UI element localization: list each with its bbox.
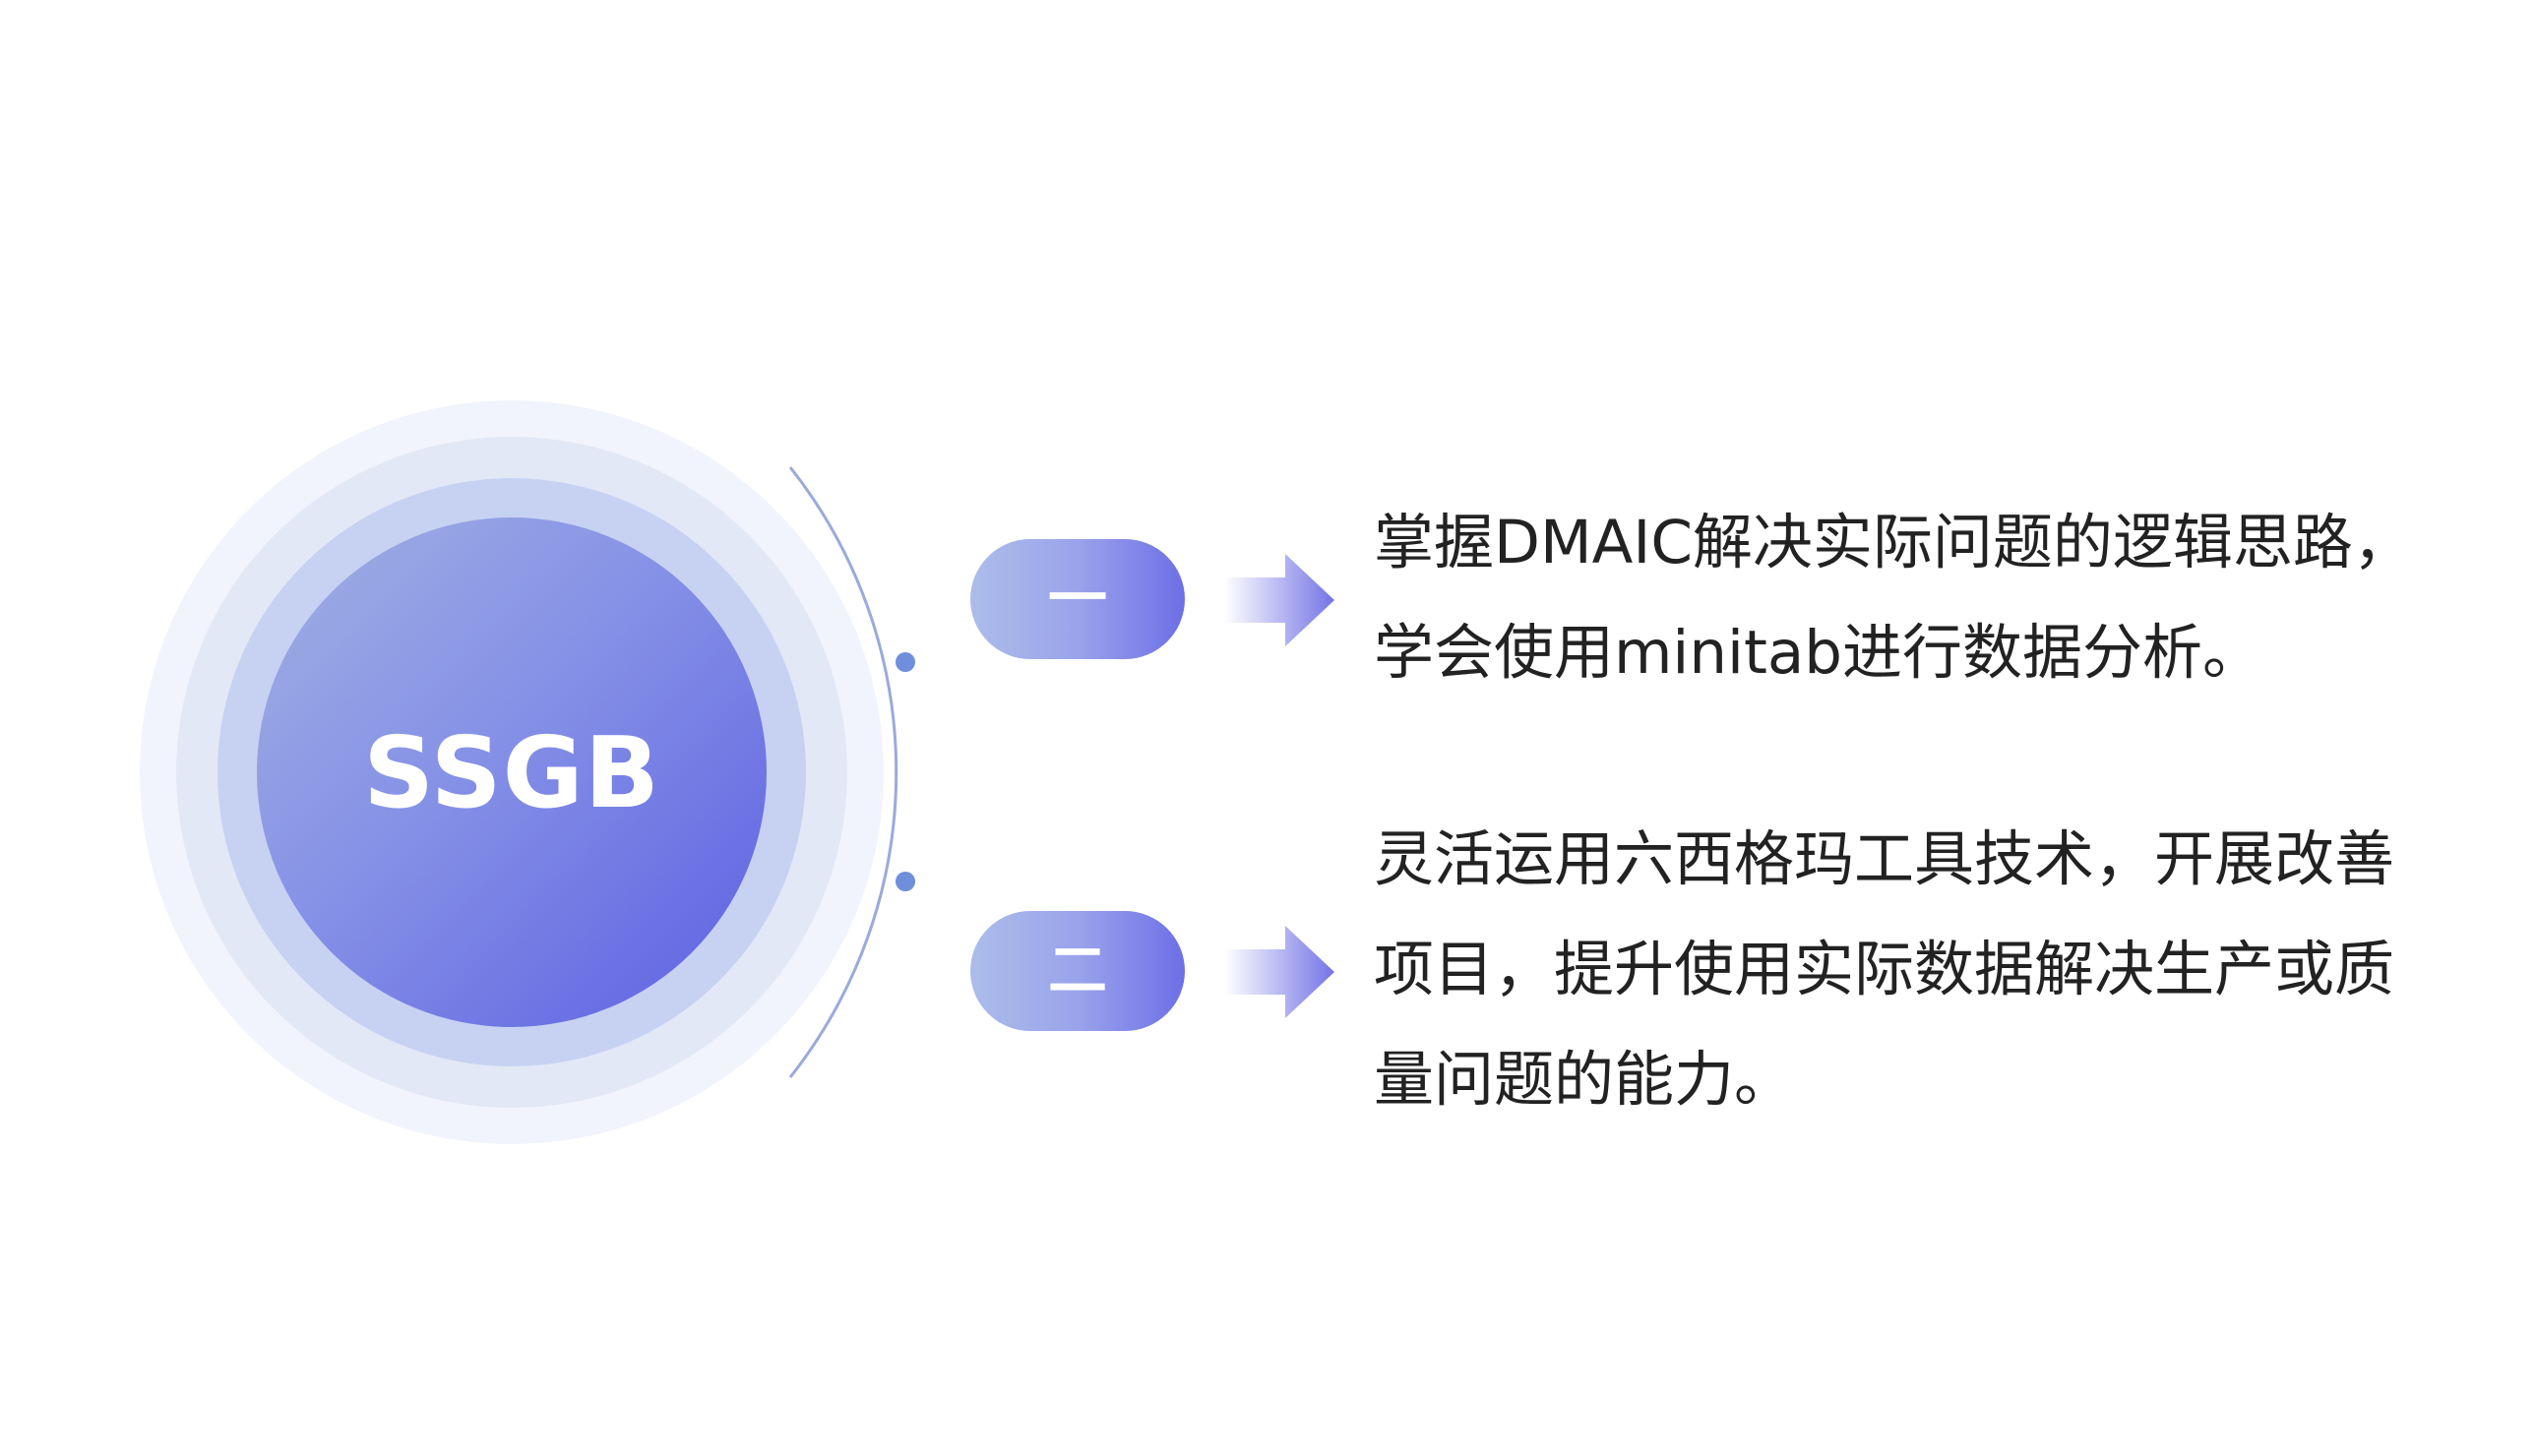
arrow-right-icon [1224, 554, 1334, 646]
connector-dot-1 [896, 652, 915, 672]
connector-dot-2 [896, 872, 915, 891]
center-label: SSGB [363, 714, 660, 830]
step-description-2: 灵活运用六西格玛工具技术，开展改善项目，提升使用实际数据解决生产或质量问题的能力… [1374, 824, 2395, 1115]
step-badge-2: 二 [970, 911, 1185, 1031]
center-circle: SSGB [257, 517, 767, 1027]
step-description-1: 掌握DMAIC解决实际问题的逻辑思路，学会使用minitab进行数据分析。 [1374, 508, 2413, 688]
arrow-right-icon [1224, 926, 1334, 1018]
step-badge-2-label: 二 [1048, 937, 1107, 1005]
step-badge-1-label: 一 [1048, 565, 1107, 634]
step-badge-1: 一 [970, 539, 1185, 659]
